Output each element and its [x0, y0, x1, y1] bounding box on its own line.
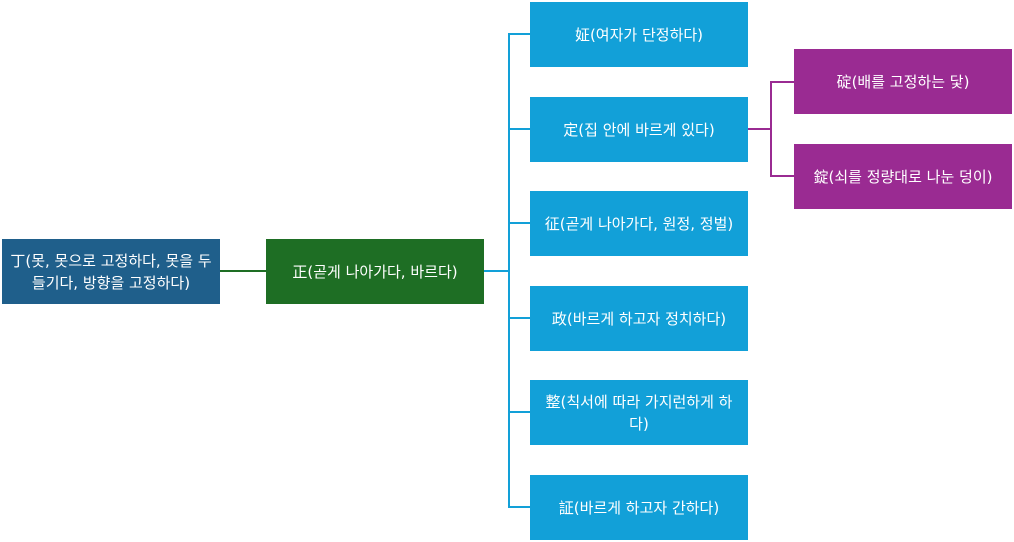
leaf-node-2-label: 錠(쇠를 정량대로 나눈 덩이) — [813, 167, 993, 186]
child-node-4[interactable]: 政(바르게 하고자 정치하다) — [530, 286, 748, 351]
child-node-5-label: 整(칙서에 따라 가지런하게 하다) — [545, 392, 733, 433]
child-node-3-label: 征(곧게 나아가다, 원정, 정벌) — [544, 214, 734, 233]
child-node-4-label: 政(바르게 하고자 정치하다) — [551, 309, 727, 328]
child-node-6-label: 証(바르게 하고자 간하다) — [558, 498, 720, 517]
middle-node[interactable]: 正(곧게 나아가다, 바르다) — [266, 239, 484, 304]
leaf-node-1-label: 碇(배를 고정하는 닻) — [836, 72, 970, 91]
child-node-1[interactable]: 姃(여자가 단정하다) — [530, 2, 748, 67]
child-node-5[interactable]: 整(칙서에 따라 가지런하게 하다) — [530, 380, 748, 445]
leaf-node-2[interactable]: 錠(쇠를 정량대로 나눈 덩이) — [794, 144, 1012, 209]
child-node-2[interactable]: 定(집 안에 바르게 있다) — [530, 97, 748, 162]
child-node-1-label: 姃(여자가 단정하다) — [574, 25, 704, 44]
middle-node-label: 正(곧게 나아가다, 바르다) — [292, 262, 458, 281]
child-node-6[interactable]: 証(바르게 하고자 간하다) — [530, 475, 748, 540]
child-node-2-label: 定(집 안에 바르게 있다) — [563, 120, 715, 139]
child-node-3[interactable]: 征(곧게 나아가다, 원정, 정벌) — [530, 191, 748, 256]
root-node[interactable]: 丁(못, 못으로 고정하다, 못을 두들기다, 방향을 고정하다) — [2, 239, 220, 304]
leaf-node-1[interactable]: 碇(배를 고정하는 닻) — [794, 49, 1012, 114]
root-node-label: 丁(못, 못으로 고정하다, 못을 두들기다, 방향을 고정하다) — [10, 251, 212, 292]
